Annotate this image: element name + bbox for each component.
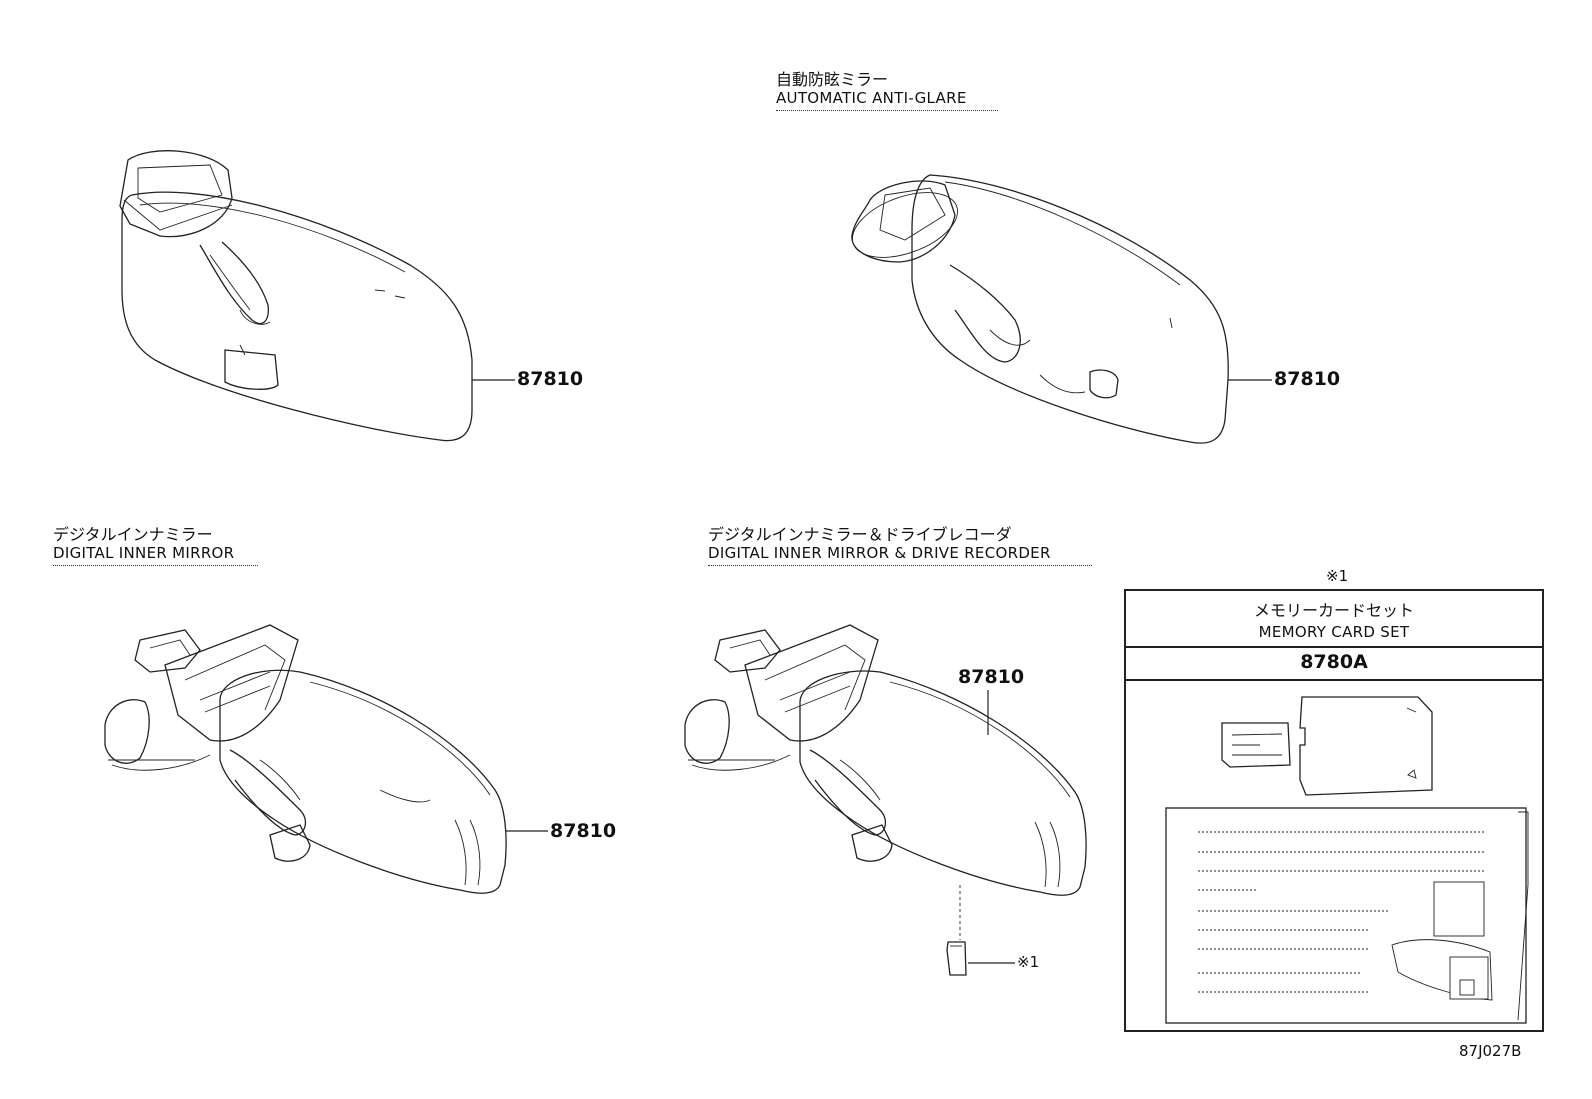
- memory-card-set-box: メモリーカードセット MEMORY CARD SET 8780A: [1124, 589, 1544, 1032]
- mirror-standard-drawing: [119, 150, 473, 442]
- part-number-divider: [1126, 679, 1542, 681]
- part-number-standard-mirror[interactable]: 87810: [517, 368, 584, 390]
- mirror-recorder-drawing: [684, 624, 1087, 976]
- digital-title-jp: デジタルインナミラー: [53, 525, 213, 544]
- recorder-title-en: DIGITAL INNER MIRROR & DRIVE RECORDER: [708, 544, 1092, 566]
- anti-glare-title-en: AUTOMATIC ANTI-GLARE: [776, 89, 998, 111]
- digital-title-en: DIGITAL INNER MIRROR: [53, 544, 258, 566]
- memory-card-set-part-number[interactable]: 8780A: [1300, 651, 1368, 673]
- part-number-digital-mirror[interactable]: 87810: [550, 820, 617, 842]
- mirror-digital-drawing: [104, 624, 507, 894]
- sd-card-reference[interactable]: ※1: [1017, 953, 1040, 971]
- mirror-anti-glare-drawing: [851, 174, 1229, 444]
- memory-card-set-ref-mark: ※1: [1326, 567, 1349, 585]
- memory-card-set-title-en: MEMORY CARD SET: [1258, 623, 1410, 641]
- memory-card-set-drawing: [1165, 696, 1529, 1024]
- memory-card-set-title-jp: メモリーカードセット: [1253, 601, 1414, 620]
- anti-glare-title-jp: 自動防眩ミラー: [776, 70, 889, 89]
- part-number-recorder-mirror[interactable]: 87810: [958, 666, 1025, 688]
- part-number-anti-glare-mirror[interactable]: 87810: [1274, 368, 1341, 390]
- diagram-code: 87J027B: [1459, 1042, 1522, 1060]
- leader-lines: [472, 379, 1272, 964]
- header-divider: [1126, 646, 1542, 648]
- recorder-title-jp: デジタルインナミラー＆ドライブレコーダ: [708, 525, 1012, 544]
- memory-card-set-header: メモリーカードセット MEMORY CARD SET: [1126, 597, 1542, 641]
